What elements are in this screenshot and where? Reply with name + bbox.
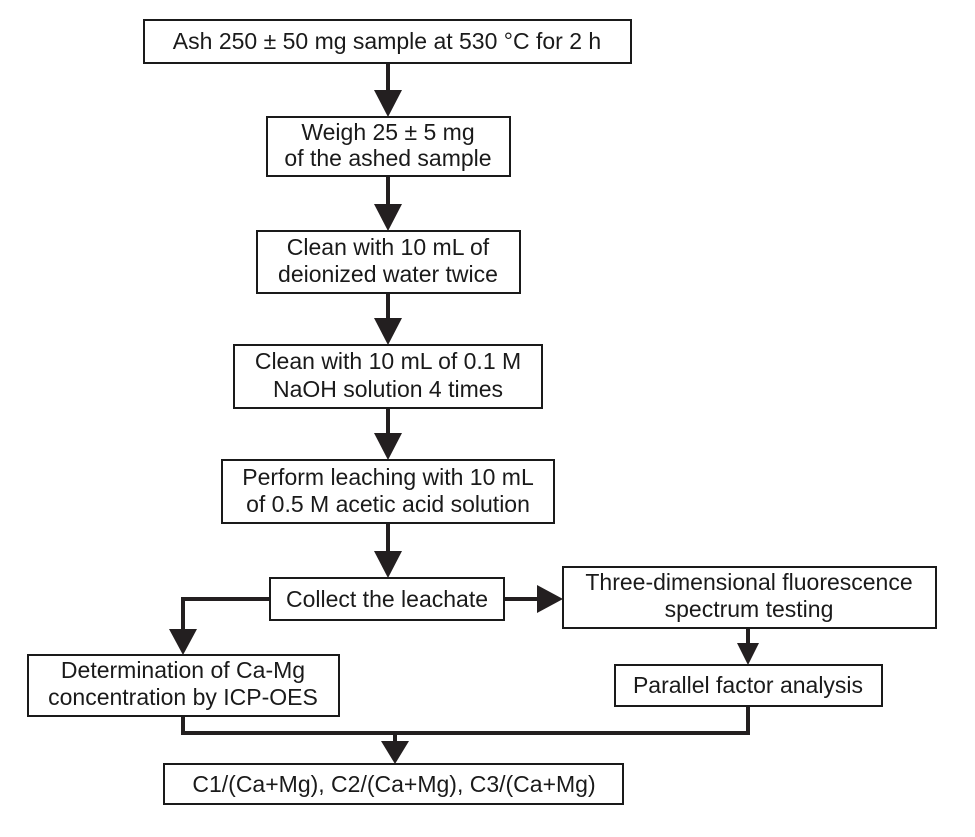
node-clean-water: Clean with 10 mL of deionized water twic… [256, 230, 521, 294]
node-icp-line-1: Determination of Ca-Mg [61, 657, 305, 683]
node-result-line-1: C1/(Ca+Mg), C2/(Ca+Mg), C3/(Ca+Mg) [192, 771, 595, 797]
arrowhead-result [381, 741, 409, 764]
node-weigh-line-1: Weigh 25 ± 5 mg [301, 119, 474, 145]
arrowhead-clean-water [374, 204, 402, 231]
arrowhead-weigh [374, 90, 402, 117]
node-ash: Ash 250 ± 50 mg sample at 530 °C for 2 h [143, 19, 632, 64]
node-result: C1/(Ca+Mg), C2/(Ca+Mg), C3/(Ca+Mg) [163, 763, 624, 805]
arrowhead-collect [374, 551, 402, 578]
node-leach-line-2: of 0.5 M acetic acid solution [246, 491, 530, 517]
node-clean-water-line-2: deionized water twice [278, 261, 498, 287]
arrowhead-leach [374, 433, 402, 460]
edge-merge-to-result [181, 706, 750, 735]
edge-collect-to-icp [181, 597, 270, 631]
connectors [169, 63, 759, 764]
node-leach-line-1: Perform leaching with 10 mL [242, 464, 534, 490]
node-fluorescence-line-2: spectrum testing [665, 596, 834, 622]
node-collect-line-1: Collect the leachate [286, 586, 488, 612]
node-fluorescence-line-1: Three-dimensional fluorescence [585, 569, 912, 595]
node-clean-naoh-line-1: Clean with 10 mL of 0.1 M [255, 348, 521, 374]
node-weigh-line-2: of the ashed sample [284, 145, 491, 171]
node-parafac-line-1: Parallel factor analysis [633, 672, 863, 698]
node-clean-naoh-line-2: NaOH solution 4 times [273, 376, 503, 402]
node-ash-line-1: Ash 250 ± 50 mg sample at 530 °C for 2 h [173, 28, 601, 54]
arrowhead-icp [169, 629, 197, 655]
node-leach: Perform leaching with 10 mL of 0.5 M ace… [221, 459, 555, 524]
node-weigh: Weigh 25 ± 5 mg of the ashed sample [266, 116, 511, 177]
arrowhead-parafac [737, 643, 759, 665]
node-icp: Determination of Ca-Mg concentration by … [27, 654, 340, 717]
node-icp-line-2: concentration by ICP-OES [48, 684, 318, 710]
node-clean-water-line-1: Clean with 10 mL of [287, 234, 490, 260]
node-clean-naoh: Clean with 10 mL of 0.1 M NaOH solution … [233, 344, 543, 409]
arrowhead-clean-naoh [374, 318, 402, 345]
arrowhead-fluorescence [537, 585, 563, 613]
node-fluorescence: Three-dimensional fluorescence spectrum … [562, 566, 937, 629]
node-parafac: Parallel factor analysis [614, 664, 883, 707]
node-collect: Collect the leachate [269, 577, 505, 621]
